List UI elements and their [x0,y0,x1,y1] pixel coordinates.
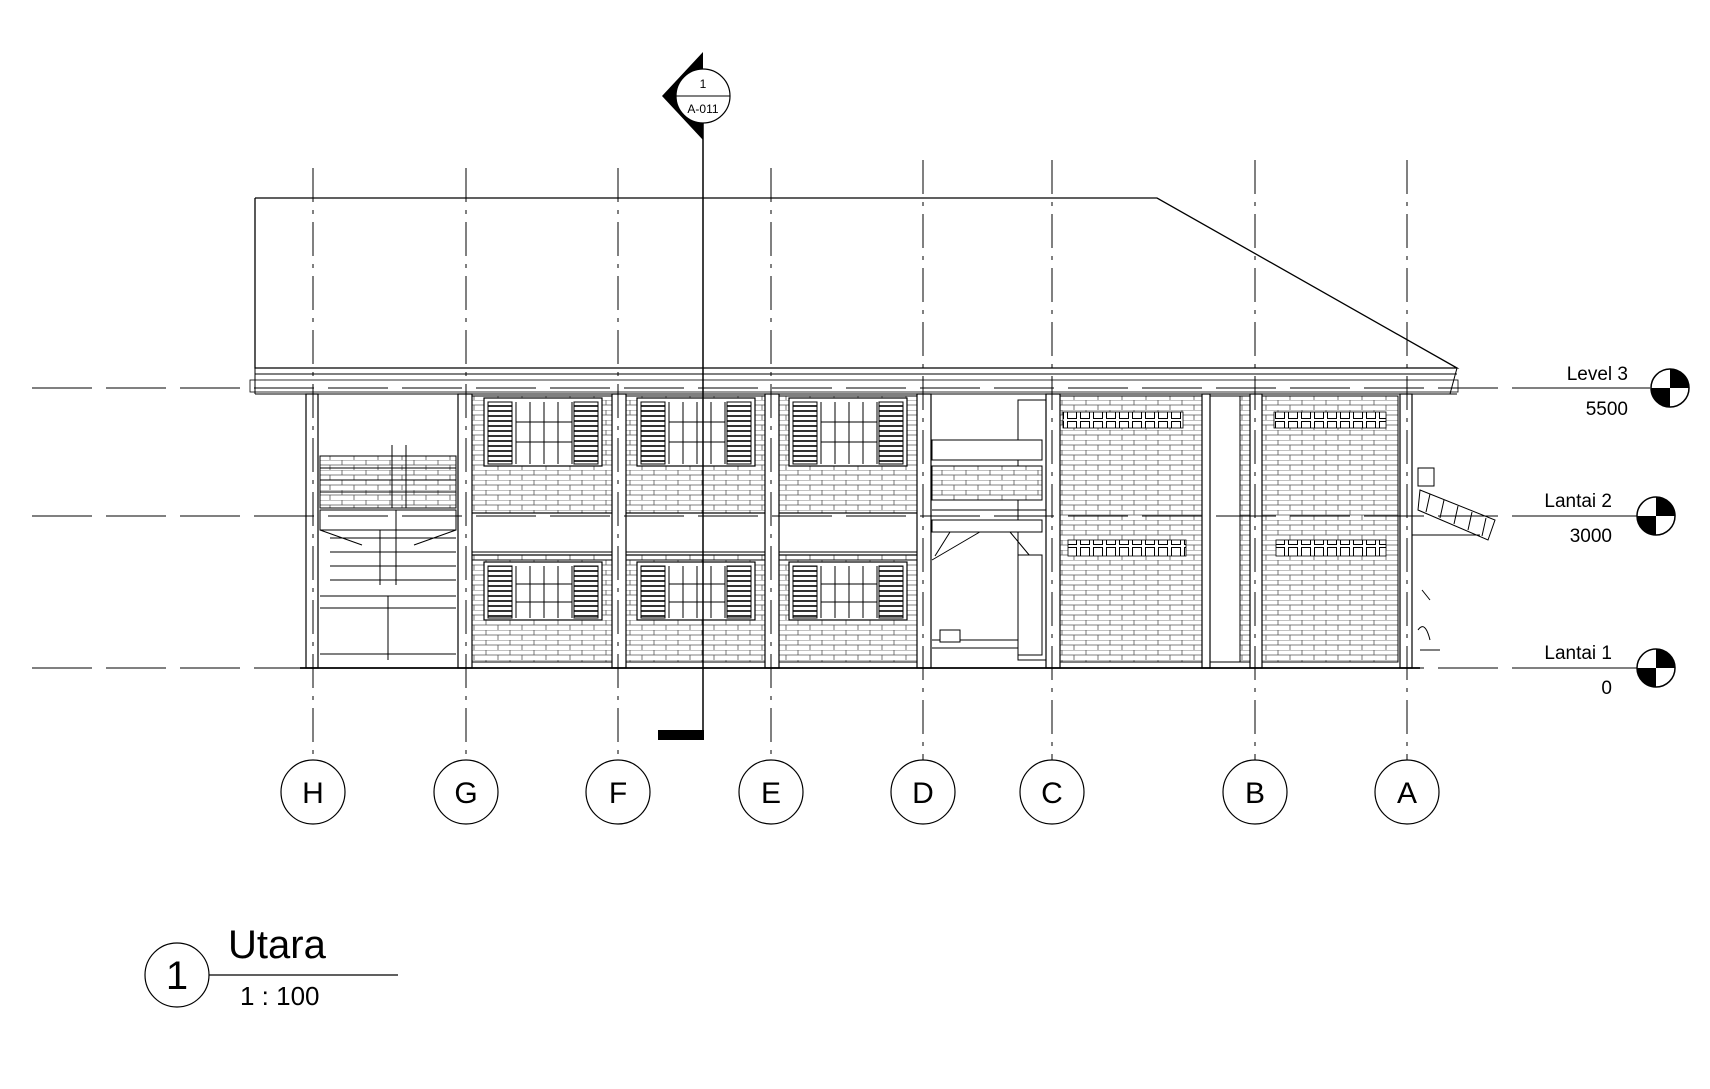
grid-line-a: A [1374,160,1440,825]
grid-label: G [454,777,477,810]
view-name: Utara [228,923,327,967]
grid-label: C [1041,777,1063,810]
view-number: 1 [166,954,188,998]
level-elevation: 3000 [1570,526,1612,547]
grid-line-c: C [1019,160,1085,825]
level-head-level-3: Level 3 5500 [1535,364,1690,420]
right-stair-detail [1412,467,1496,651]
level-elevation: 5500 [1586,399,1628,420]
roof-outline [254,197,1460,369]
grid-bubble [738,759,804,825]
grid-label: F [609,777,627,810]
columns [305,393,1413,669]
grid-line-g: G [433,168,499,825]
grid-bubble [1019,759,1085,825]
grid-line-b: B [1222,160,1288,825]
grid-label: D [912,777,934,810]
grid-line-h: H [280,168,346,825]
grid-bubble [433,759,499,825]
level-name: Lantai 1 [1544,643,1612,664]
grid-bubble [1374,759,1440,825]
grid-line-e: E [738,168,804,825]
grid-label: E [761,777,781,810]
grid-label: H [302,777,324,810]
upper-windows [483,397,908,467]
level-head-lantai-1: Lantai 1 0 [1520,643,1676,699]
section-sheet-ref: A-011 [687,102,718,116]
floor-beam-canopy [465,512,927,556]
view-scale: 1 : 100 [240,981,320,1011]
grid-line-d: D [890,160,956,825]
lower-windows [483,561,908,621]
left-porch [319,445,457,660]
section-marker: 1 A-011 [658,52,731,740]
grid-bubble [585,759,651,825]
section-number: 1 [700,77,707,91]
grid-label: B [1245,777,1265,810]
grid-line-f: F [585,168,651,825]
level-heads: Level 3 5500 Lantai 2 3000 Lantai 1 0 [1520,364,1690,699]
level-lines [32,387,1650,669]
grid-bubble [890,759,956,825]
level-head-lantai-2: Lantai 2 3000 [1520,491,1676,547]
view-title: 1 Utara 1 : 100 [144,923,398,1011]
level-name: Lantai 2 [1544,491,1612,512]
grid-bubble [280,759,346,825]
building-elevation [249,197,1496,669]
level-elevation: 0 [1601,678,1612,699]
level-name: Level 3 [1567,364,1628,385]
center-open-bay [931,399,1047,661]
grid-bubble [1222,759,1288,825]
grid-label: A [1397,777,1417,810]
